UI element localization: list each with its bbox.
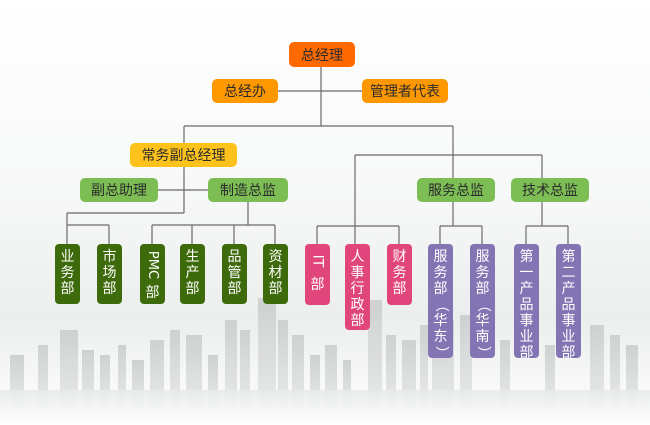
dept-char: 财 xyxy=(392,249,407,265)
dept-finance: 财 务 部 xyxy=(387,244,412,305)
dept-char: 品 xyxy=(227,249,242,265)
dept-char: 事 xyxy=(350,265,365,281)
node-vp-assistant: 副总助理 xyxy=(80,178,158,202)
dept-char: 部 xyxy=(475,281,490,297)
dept-market: 市 场 部 xyxy=(97,244,122,304)
dept-product-unit-2: 第 二 产 品 事 业 部 xyxy=(556,244,581,361)
dept-char: 产 xyxy=(519,281,534,297)
dept-char: ） xyxy=(432,346,449,360)
dept-char: 部 xyxy=(268,281,283,297)
dept-char: 场 xyxy=(102,265,117,281)
dept-char: 产 xyxy=(561,281,576,297)
dept-char: 一 xyxy=(519,265,534,281)
dept-char: 事 xyxy=(519,313,534,329)
node-general-manager: 总经理 xyxy=(289,42,355,67)
node-management-representative: 管理者代表 xyxy=(362,79,448,103)
dept-product-unit-1: 第 一 产 品 事 业 部 xyxy=(514,244,539,361)
dept-char: 部 xyxy=(561,345,576,361)
dept-char: 部 xyxy=(433,281,448,297)
dept-char: 部 xyxy=(102,281,117,297)
dept-char: 管 xyxy=(227,265,242,281)
dept-char: 材 xyxy=(268,265,283,281)
dept-char: 服 xyxy=(433,249,448,265)
dept-char: 务 xyxy=(475,265,490,281)
dept-char: 部 xyxy=(60,281,75,297)
node-manufacturing-director: 制造总监 xyxy=(208,178,288,202)
node-service-director: 服务总监 xyxy=(417,178,495,202)
dept-char: 华 xyxy=(433,313,448,329)
dept-char: 务 xyxy=(392,265,407,281)
dept-char: 东 xyxy=(433,329,448,345)
dept-char: 务 xyxy=(60,265,75,281)
dept-service-south: 服 务 部 （ 华 南 ） xyxy=(470,244,495,360)
dept-char: 部 xyxy=(392,281,407,297)
dept-quality: 品 管 部 xyxy=(222,244,247,304)
dept-char: ） xyxy=(474,346,491,360)
dept-char: 务 xyxy=(433,265,448,281)
dept-char: 部 xyxy=(310,277,325,293)
dept-char: 华 xyxy=(475,313,490,329)
dept-char: 事 xyxy=(561,313,576,329)
dept-char: 人 xyxy=(350,249,365,265)
node-tech-director: 技术总监 xyxy=(511,178,589,202)
dept-char: 业 xyxy=(561,329,576,345)
dept-char: 资 xyxy=(268,249,283,265)
dept-char: 业 xyxy=(519,329,534,345)
dept-char: 生 xyxy=(185,249,200,265)
dept-char: 部 xyxy=(185,281,200,297)
dept-char: 业 xyxy=(60,249,75,265)
dept-char: PMC xyxy=(145,250,161,280)
dept-char: 产 xyxy=(185,265,200,281)
dept-char: 政 xyxy=(350,297,365,313)
dept-char: （ xyxy=(432,298,449,312)
dept-service-east: 服 务 部 （ 华 东 ） xyxy=(428,244,453,360)
dept-pmc: PMC 部 xyxy=(140,244,165,304)
dept-char: 第 xyxy=(561,249,576,265)
node-executive-vice-gm: 常务副总经理 xyxy=(130,143,237,167)
dept-char: 部 xyxy=(227,281,242,297)
dept-materials: 资 材 部 xyxy=(263,244,288,304)
dept-char: 南 xyxy=(475,329,490,345)
dept-char: （ xyxy=(474,298,491,312)
dept-production: 生 产 部 xyxy=(180,244,205,304)
dept-char: 品 xyxy=(561,297,576,313)
node-gm-office: 总经办 xyxy=(212,79,278,103)
dept-char: 部 xyxy=(350,313,365,329)
dept-char: 二 xyxy=(561,265,576,281)
dept-char: 部 xyxy=(519,345,534,361)
dept-char: 服 xyxy=(475,249,490,265)
dept-hr-admin: 人 事 行 政 部 xyxy=(345,244,370,330)
dept-it: IT 部 xyxy=(305,244,330,305)
dept-char: 市 xyxy=(102,249,117,265)
dept-char: 第 xyxy=(519,249,534,265)
dept-sales: 业 务 部 xyxy=(55,244,80,304)
dept-char: 部 xyxy=(145,285,160,301)
dept-char: 行 xyxy=(350,281,365,297)
dept-char: IT xyxy=(309,254,326,268)
dept-char: 品 xyxy=(519,297,534,313)
